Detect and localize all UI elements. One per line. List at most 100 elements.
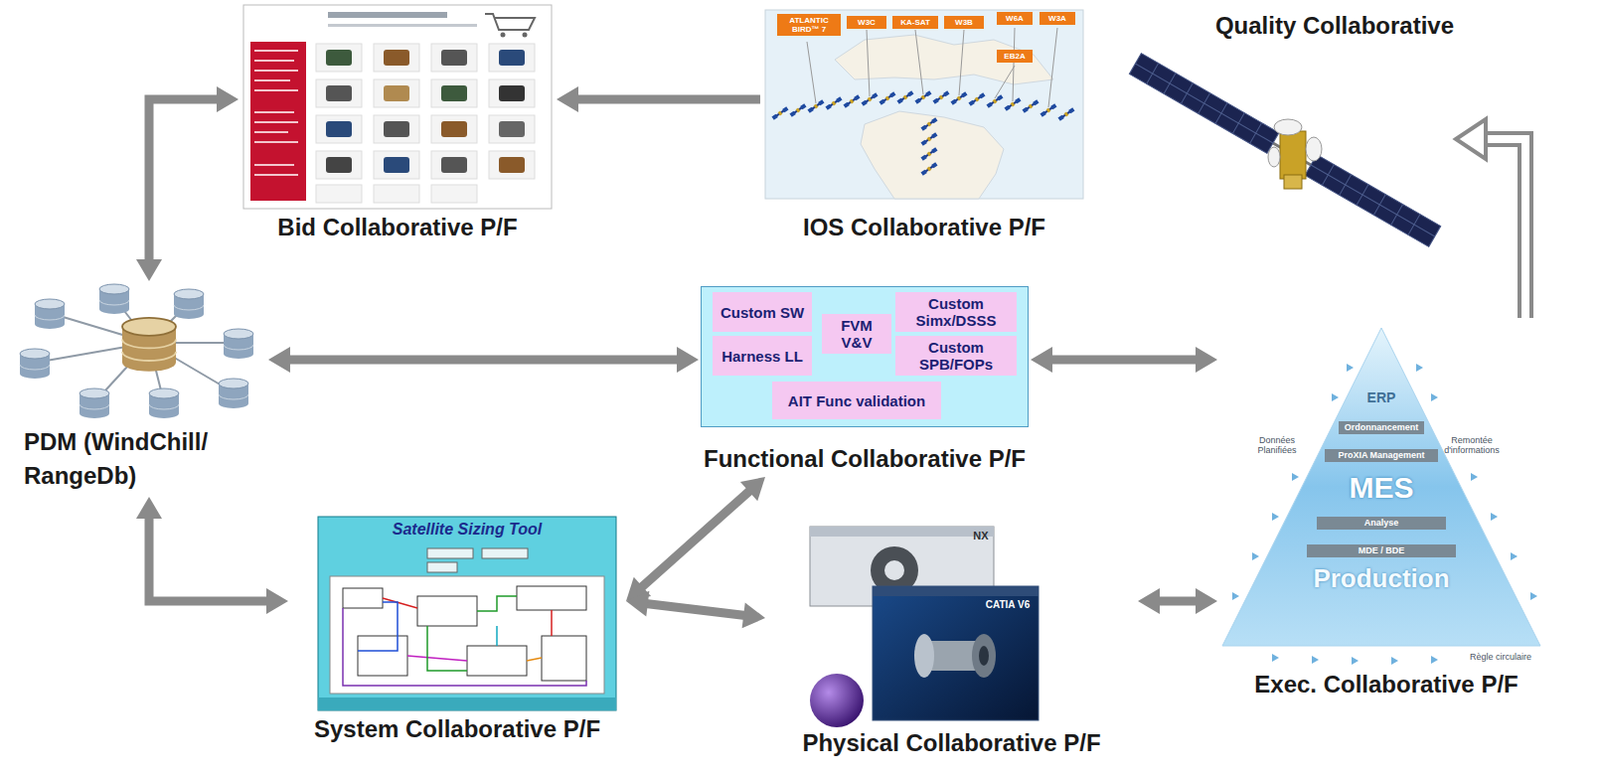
bid-screenshot-part: [431, 184, 478, 203]
sizing-tool-screenshot-part: [318, 697, 617, 711]
platform-card: IOS Collaborative P/F: [760, 4, 1089, 246]
flow-arrow: [626, 477, 766, 602]
satellite-picture-part: [1283, 174, 1302, 189]
database-cluster-part: [218, 378, 249, 409]
arrow-line: [288, 355, 679, 365]
sizing-tool-screenshot-part: [427, 626, 468, 671]
platform-caption: System Collaborative P/F: [288, 715, 627, 744]
platform-card: Exec. Collaborative P/F: [1217, 318, 1556, 703]
cad-screenshots-part: [978, 645, 989, 666]
arrow-head: [740, 477, 766, 501]
arrow-head: [136, 496, 162, 519]
box-text: Custom SPB/FOPs: [900, 338, 1012, 373]
bid-screenshot-part: [500, 32, 506, 38]
sizing-tool-screenshot-part: [550, 610, 553, 637]
cad-screenshots-part: [872, 586, 1039, 597]
erp-pyramid-part: [1291, 473, 1299, 481]
ios-map-part: [789, 103, 806, 118]
arrow-head: [556, 86, 579, 113]
ios-map-part: [1057, 107, 1075, 122]
arrow-head: [268, 346, 291, 373]
sizing-tool-screenshot-part: [382, 598, 418, 609]
satellite-picture-part-part: [1304, 155, 1441, 248]
bid-screenshot-part: [484, 13, 535, 30]
erp-pyramid-part: [1470, 473, 1478, 481]
ios-map-part: [896, 90, 914, 105]
screen-label: Analyse: [1316, 516, 1446, 530]
erp-pyramid-part: [1311, 655, 1319, 664]
database-cluster-part: [149, 388, 179, 419]
screen-label: Production: [1291, 563, 1471, 594]
ios-map: [765, 9, 1084, 199]
cad-screenshots-part: [809, 526, 994, 537]
bid-screenshot-part: [327, 23, 478, 27]
box-text: AIT Func validation: [788, 392, 926, 410]
box-text: FVM V&V: [826, 317, 887, 351]
sizing-tool-screenshot-part: [516, 586, 587, 611]
platform-caption: IOS Collaborative P/F: [760, 213, 1089, 242]
sizing-tool-screenshot-part: [357, 602, 398, 651]
platform-caption: Bid Collaborative P/F: [238, 213, 557, 242]
erp-pyramid-part: [1530, 592, 1538, 601]
sizing-tool-screenshot-part: [407, 655, 468, 661]
ios-map-part: [806, 99, 824, 114]
bid-screenshot-part: [254, 69, 299, 72]
image-area: [1103, 39, 1456, 244]
cad-screenshots: [809, 526, 1039, 728]
ios-map-part: [860, 92, 878, 107]
database-cluster-part: [34, 299, 65, 329]
ios-map-part: [842, 94, 860, 109]
database-cluster-part: [79, 388, 110, 419]
arrow-head: [136, 259, 162, 282]
sizing-tool-screenshot-part: [495, 626, 498, 646]
function-box: FVM V&V: [821, 314, 892, 354]
satellite-picture-part-part: [1128, 53, 1280, 155]
arrow-line: [149, 99, 219, 262]
screen-label: MDE / BDE: [1306, 544, 1456, 558]
arrow-line: [1157, 597, 1198, 607]
function-box: Custom SW: [712, 292, 812, 332]
satellite-picture-part: [1128, 53, 1440, 248]
cad-screenshots-part: [914, 634, 935, 678]
ios-map-part: [765, 9, 1084, 199]
flow-arrow: [136, 496, 289, 615]
bid-screenshot-part: [327, 11, 448, 18]
ios-map-part: [915, 29, 924, 95]
erp-pyramid-part: [1222, 327, 1541, 646]
arrow-head: [216, 86, 239, 113]
bid-screenshot-part: [488, 115, 535, 144]
bid-screenshot-part: [243, 4, 552, 209]
platform-card: System Collaborative P/F: [288, 511, 627, 748]
image-area: [238, 2, 557, 214]
sizing-tool-screenshot-part: [329, 576, 605, 694]
flow-arrow: [1137, 588, 1218, 615]
ios-map-part: [932, 90, 950, 105]
satellite-picture-part-part: [1304, 155, 1441, 248]
ios-map-part: [920, 147, 938, 161]
ios-map-part: [920, 117, 938, 132]
satellite-picture-part: [1280, 131, 1306, 179]
arrow-head: [1030, 346, 1053, 373]
ios-map-part: [878, 91, 896, 106]
screen-label: Données Planifiées: [1244, 435, 1310, 456]
cad-screenshots-part: [872, 586, 1039, 721]
ios-map-part: [967, 92, 985, 107]
platform-caption: Exec. Collaborative P/F: [1217, 670, 1556, 699]
erp-pyramid-part: [1391, 656, 1399, 665]
database-cluster-part: [19, 348, 50, 379]
ios-map-part: [950, 91, 967, 106]
screen-label: CATIA V6: [978, 599, 1037, 612]
function-box: Custom Simx/DSSS: [895, 292, 1017, 332]
bid-screenshot-part: [488, 43, 535, 72]
database-cluster-part: [99, 284, 130, 315]
sizing-tool-screenshot-part: [357, 636, 408, 676]
ios-map-part: [1039, 103, 1057, 118]
box-text: Custom SW: [720, 304, 804, 321]
ios-map-part: [985, 94, 1003, 109]
erp-pyramid-part: [1252, 552, 1260, 561]
arrow-head: [266, 588, 289, 615]
screen-label: MES: [1331, 471, 1432, 505]
image-area: [9, 281, 269, 426]
arrow-head: [1195, 588, 1218, 615]
